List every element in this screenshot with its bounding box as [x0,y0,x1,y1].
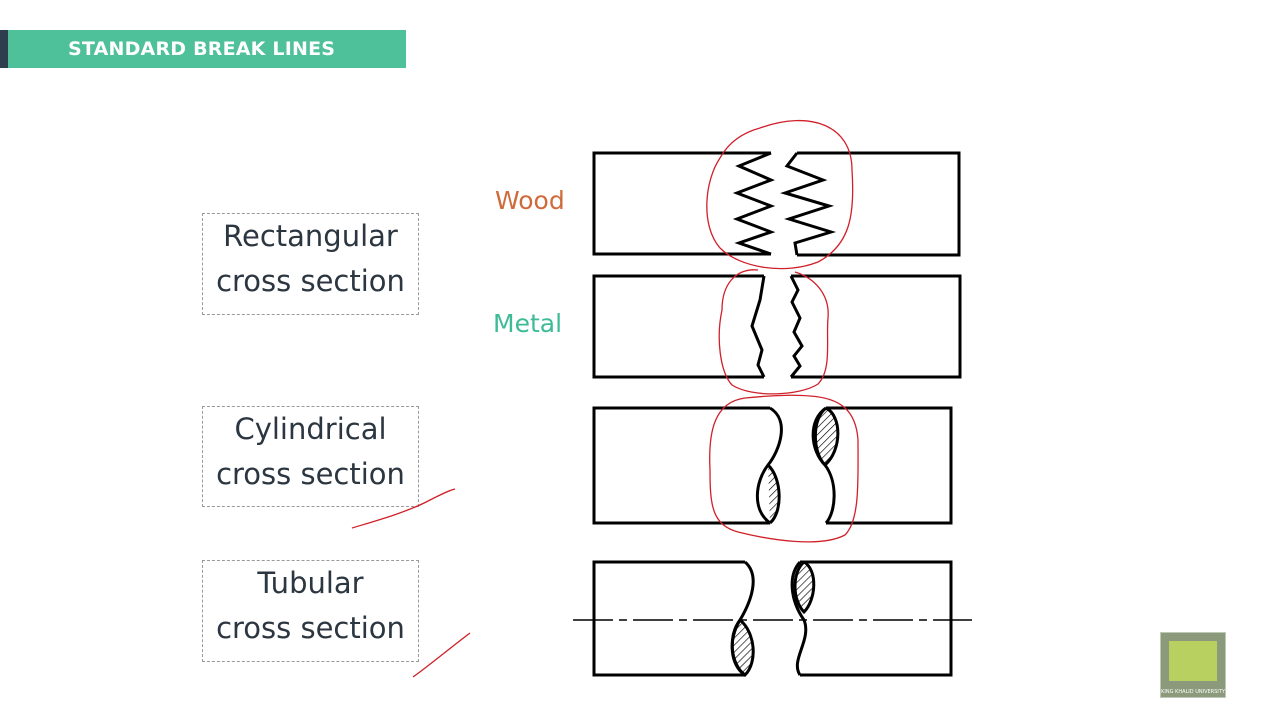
university-logo: KING KHALID UNIVERSITY [1160,632,1226,698]
rectangular-label-box: Rectangular cross section [202,213,419,315]
cylindrical-label-line1: Cylindrical [234,412,387,446]
wood-break-drawing [592,151,961,257]
metal-annotation-loop [718,269,829,395]
cylindrical-check-mark [351,488,456,529]
cylindrical-label-box: Cylindrical cross section [202,406,419,507]
tub-right-lobe [793,560,816,615]
metal-left-jagged [750,275,766,378]
metal-right-jagged [789,275,804,378]
slide-title: STANDARD BREAK LINES [68,38,336,60]
rectangular-label-line2: cross section [216,264,405,298]
wood-right-outline [797,151,961,257]
tub-left-outline [592,560,745,677]
metal-break-drawing [592,274,962,379]
cylindrical-break-drawing [592,406,953,525]
rectangular-label-line1: Rectangular [223,219,398,253]
tub-left-lobe [730,618,755,677]
title-accent [0,30,8,68]
metal-label: Metal [493,309,563,338]
cylindrical-annotation-loop [709,394,859,543]
title-bar: STANDARD BREAK LINES [0,30,406,68]
cylindrical-label-line2: cross section [216,457,405,491]
logo-text: KING KHALID UNIVERSITY [1161,689,1225,695]
red-annotations [351,119,859,678]
tubular-label-line2: cross section [216,611,405,645]
tubular-break-drawing [573,560,972,677]
tubular-label-line1: Tubular [257,566,364,600]
tubular-check-mark [412,632,471,678]
wood-left-outline [592,151,771,256]
tub-right-outline [800,560,953,677]
cyl-left-lobe [766,463,781,525]
wood-label: Wood [495,186,565,215]
cyl-left-outline [592,406,770,525]
wood-annotation-circle [706,119,854,270]
wood-left-zigzag [732,151,776,256]
cyl-right-outline [826,406,953,525]
metal-left-outline [592,274,764,379]
logo-emblem [1169,641,1217,681]
cyl-right-lobe [813,406,840,468]
metal-right-outline [791,274,962,379]
wood-right-zigzag [780,152,837,256]
tubular-label-box: Tubular cross section [202,560,419,662]
